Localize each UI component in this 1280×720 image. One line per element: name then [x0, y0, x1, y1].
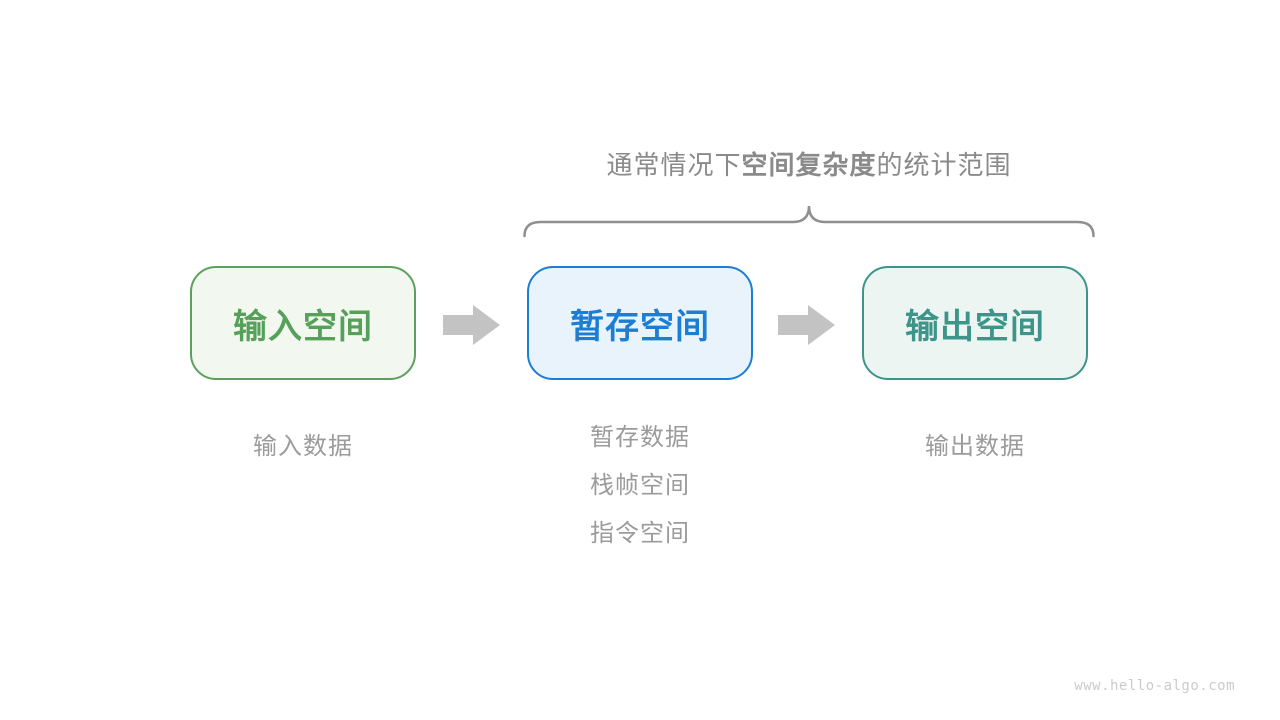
- arrow-right-icon: [443, 305, 500, 345]
- note-temp-lines: 暂存数据 栈帧空间 指令空间: [590, 414, 690, 558]
- box-input-space: 输入空间: [190, 266, 416, 380]
- watermark: www.hello-algo.com: [1074, 678, 1235, 694]
- note-input-data: 输入数据: [253, 433, 353, 460]
- title-suffix: 的统计范围: [876, 150, 1012, 180]
- box-output-space-label: 输出空间: [905, 307, 1045, 346]
- arrow-right-icon: [778, 305, 835, 345]
- box-temp-space-label: 暂存空间: [570, 307, 710, 346]
- box-temp-space: 暂存空间: [527, 266, 753, 380]
- note-temp-data: 暂存数据: [590, 424, 690, 451]
- arrow-right-shape: [443, 305, 500, 345]
- box-output-space: 输出空间: [862, 266, 1088, 380]
- box-input-space-label: 输入空间: [233, 307, 373, 346]
- note-instruction-space: 指令空间: [590, 520, 690, 547]
- diagram-title: 通常情况下空间复杂度的统计范围: [523, 145, 1095, 182]
- arrow-right-shape: [778, 305, 835, 345]
- note-stack-frame-space: 栈帧空间: [590, 472, 690, 499]
- title-prefix: 通常情况下: [606, 150, 742, 180]
- title-emphasis: 空间复杂度: [741, 150, 877, 180]
- brace-path: [523, 205, 1095, 238]
- note-temp-group: 暂存数据 栈帧空间 指令空间: [527, 414, 753, 558]
- brace-icon: [523, 205, 1095, 238]
- note-output-data: 输出数据: [925, 433, 1025, 460]
